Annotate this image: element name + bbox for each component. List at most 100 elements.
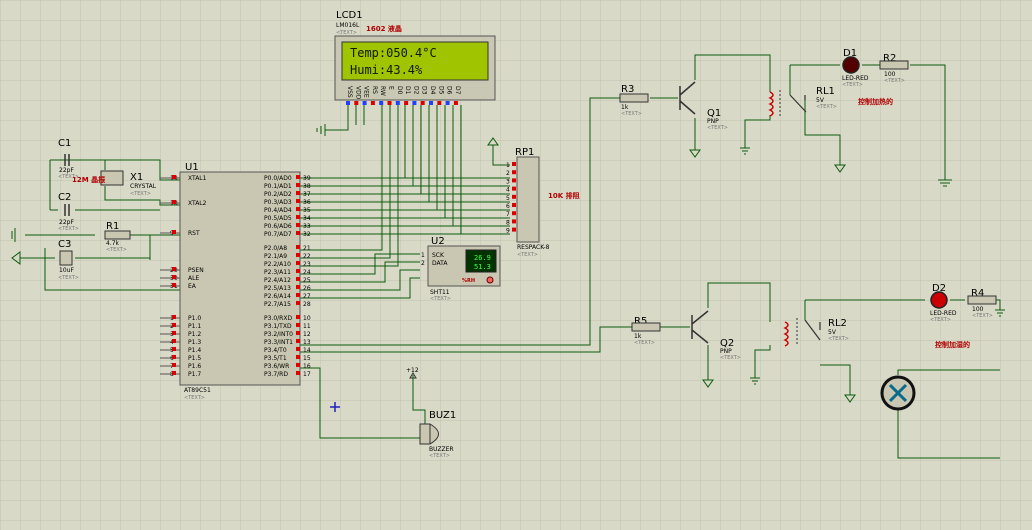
- r2-ref: R2: [883, 53, 896, 64]
- resistor-r3[interactable]: R3 1k <TEXT>: [619, 84, 649, 117]
- relay-rl1[interactable]: RL1 5V <TEXT>: [768, 86, 837, 118]
- motor-fan[interactable]: [880, 375, 916, 411]
- mcu-pin-name: P3.0/RXD: [264, 315, 292, 322]
- mcu-pin-name: P2.3/A11: [264, 269, 291, 276]
- r4-ref: R4: [971, 288, 984, 299]
- mcu-pin-name: XTAL1: [188, 175, 207, 182]
- cap-c1[interactable]: C1 22pF <TEXT>: [58, 138, 79, 180]
- u2-display-bottom: 51.3: [474, 263, 491, 271]
- resistor-r4[interactable]: R4 100 <TEXT>: [967, 288, 997, 319]
- crystal-x1[interactable]: X1 12M 晶振 CRYSTAL <TEXT>: [72, 170, 157, 197]
- pin-marker: [296, 301, 300, 305]
- lcd-pin-name: RS: [371, 86, 378, 94]
- mcu-pin-number: 38: [303, 183, 311, 190]
- u2-button[interactable]: [486, 276, 494, 284]
- mcu-pin-number: 23: [303, 261, 311, 268]
- pin-marker: [296, 175, 300, 179]
- mcu-pin-number: 15: [303, 355, 311, 362]
- pin-marker: [296, 347, 300, 351]
- note-humidify: 控制加湿的: [935, 340, 970, 349]
- d2-part: LED-RED: [930, 310, 957, 317]
- mcu-pin-name: P2.2/A10: [264, 261, 291, 268]
- mcu-pin-number: 22: [303, 253, 311, 260]
- pin-marker: [512, 211, 516, 216]
- r4-value: 100: [972, 306, 984, 313]
- pin-marker: [172, 371, 176, 375]
- rl1-coil: [768, 91, 774, 117]
- d2-text-tag: <TEXT>: [930, 317, 951, 323]
- buz1-ref: BUZ1: [429, 410, 456, 421]
- r2-value: 100: [884, 71, 896, 78]
- cap-c3[interactable]: C3 10uF <TEXT>: [58, 239, 79, 281]
- lcd-pin-name: D7: [454, 86, 461, 95]
- buz1-symbol: [419, 423, 439, 445]
- transistor-q2[interactable]: Q2 PNP <TEXT>: [691, 310, 741, 361]
- q1-symbol: [679, 81, 696, 115]
- mcu-u1[interactable]: U1 XTAL119XTAL218RST9PSEN29ALE30EA31P1.0…: [160, 162, 311, 401]
- transistor-q1[interactable]: Q1 PNP <TEXT>: [679, 81, 728, 131]
- mcu-part: AT89C51: [184, 387, 211, 394]
- lcd-line-1: Temp:050.4°C: [350, 46, 437, 60]
- pin-marker: [404, 101, 409, 105]
- rp1-pin-number: 4: [506, 187, 510, 194]
- mcu-pin-name: ALE: [188, 275, 199, 282]
- pin-marker: [420, 101, 425, 105]
- mcu-pin-name: P2.5/A13: [264, 285, 291, 292]
- r3-value: 1k: [621, 104, 629, 111]
- pin-marker: [172, 363, 176, 367]
- pin-marker: [296, 183, 300, 187]
- cap-c2[interactable]: C2 22pF <TEXT>: [58, 192, 79, 232]
- pin-marker: [172, 175, 176, 179]
- r1-text-tag: <TEXT>: [106, 247, 127, 253]
- mcu-pin-name: P1.1: [188, 323, 201, 330]
- buzzer-buz1[interactable]: +12 BUZ1 BUZZER <TEXT>: [406, 367, 456, 459]
- x1-text-tag: <TEXT>: [130, 191, 151, 197]
- lcd-pin-name: VDD: [354, 86, 361, 100]
- x1-part: CRYSTAL: [130, 183, 157, 190]
- mcu-pin-number: 24: [303, 269, 311, 276]
- mcu-pin-name: P0.0/AD0: [264, 175, 292, 182]
- q1-part: PNP: [707, 118, 719, 125]
- relay-rl2[interactable]: RL2 5V <TEXT>: [783, 318, 849, 347]
- u2-pin-num-2: 2: [421, 260, 425, 267]
- led-d1[interactable]: D1 LED-RED <TEXT>: [842, 48, 869, 88]
- resistor-r2[interactable]: R2 100 <TEXT>: [879, 53, 909, 84]
- resistor-r5[interactable]: R5 1k <TEXT>: [631, 316, 661, 346]
- pin-marker: [296, 363, 300, 367]
- resistor-r1[interactable]: R1 4.7k <TEXT>: [104, 221, 131, 253]
- rp1-part: RESPACK-8: [517, 244, 550, 251]
- sensor-u2[interactable]: U2 1 2 SCK DATA 26.9 51.3 %RH SHT11 <TEX…: [421, 236, 501, 302]
- lcd-module[interactable]: LCD1 LM016L 1602 液晶 <TEXT> Temp:050.4°C …: [334, 10, 496, 105]
- mcu-pin-number: 28: [303, 301, 311, 308]
- mcu-pin-number: 33: [303, 223, 311, 230]
- mcu-pin-number: 25: [303, 277, 311, 284]
- mcu-pin-name: P0.2/AD2: [264, 191, 292, 198]
- crosshair-cursor: [330, 402, 340, 412]
- pin-marker: [370, 101, 375, 105]
- buz1-part: BUZZER: [429, 446, 454, 453]
- led-d2[interactable]: D2 LED-RED <TEXT>: [930, 283, 957, 323]
- lcd-ref: LCD1: [336, 10, 363, 21]
- pin-marker: [172, 323, 176, 327]
- rp1-note: 10K 排阻: [548, 191, 580, 200]
- rl1-text-tag: <TEXT>: [816, 104, 837, 110]
- mcu-pin-number: 17: [303, 371, 311, 378]
- pin-marker: [437, 101, 442, 105]
- mcu-pin-name: P1.3: [188, 339, 201, 346]
- pin-marker: [296, 191, 300, 195]
- pin-marker: [296, 223, 300, 227]
- mcu-pin-name: XTAL2: [188, 200, 207, 207]
- lcd-pin-name: VSS: [346, 86, 353, 98]
- lcd-pin-name: D0: [396, 86, 403, 95]
- r1-value: 4.7k: [106, 240, 120, 247]
- rp1-pin-number: 5: [506, 195, 510, 202]
- ground-symbols: [11, 124, 1005, 403]
- r4-symbol: [967, 295, 997, 305]
- pin-marker: [296, 231, 300, 235]
- d2-ref: D2: [932, 283, 946, 294]
- vcc-label: +12: [406, 367, 419, 374]
